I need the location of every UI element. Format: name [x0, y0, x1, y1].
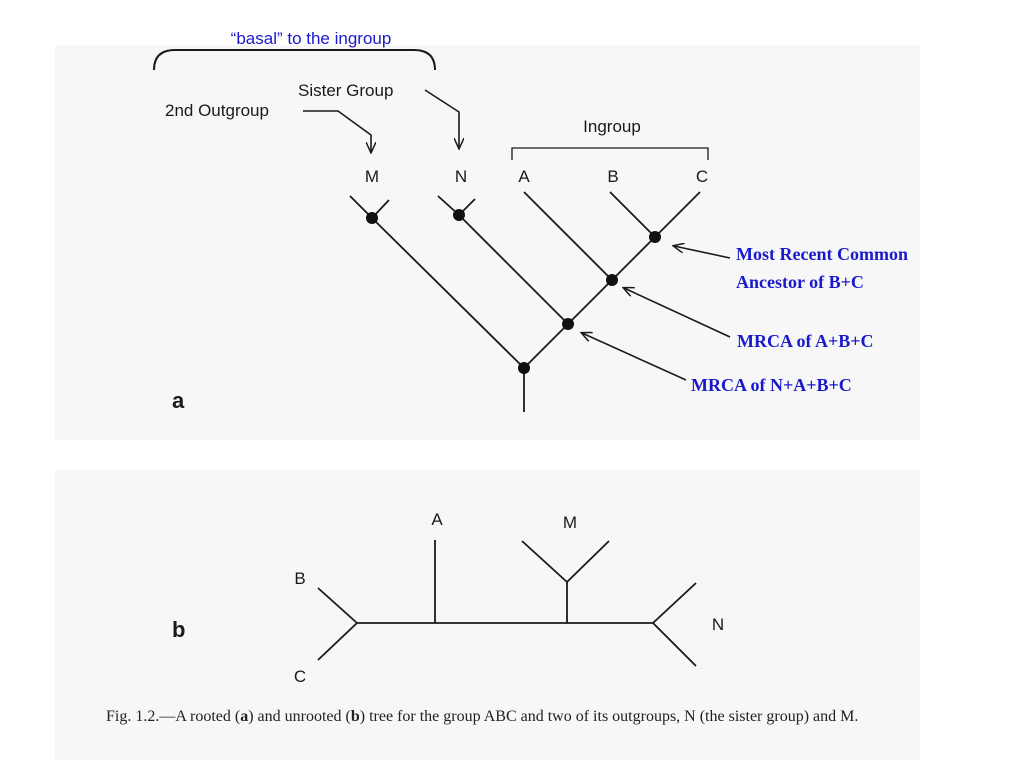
taxon-c-label: C [696, 167, 708, 186]
caption-lead: Fig. 1.2.—A rooted ( [106, 708, 241, 725]
caption-bold-a: a [240, 708, 249, 725]
mrca-abc-arrow [624, 288, 731, 338]
node-n [453, 209, 465, 221]
unrooted-taxon-a-label: A [431, 510, 443, 529]
rooted-tree-branches [349, 191, 701, 412]
ingroup-label: Ingroup [583, 117, 641, 136]
branch-to-b [317, 587, 358, 624]
caption-rest: ) tree for the group ABC and two of its … [359, 708, 859, 725]
branch-to-a [523, 191, 613, 281]
caption-bold-b: b [350, 708, 360, 725]
mrca-nabc-arrow [582, 333, 687, 381]
taxon-m-label: M [365, 167, 379, 186]
panel-a-label: a [172, 388, 185, 413]
branch-to-m [371, 217, 525, 369]
branch-to-b [609, 191, 656, 238]
second-outgroup-pointer-arrow [303, 110, 371, 152]
caption-mid: ) and unrooted ( [248, 708, 351, 725]
branch-to-c [317, 622, 358, 661]
node-root [518, 362, 530, 374]
basal-label: “basal” to the ingroup [231, 29, 392, 48]
sister-group-label: Sister Group [298, 81, 393, 100]
unrooted-taxon-b-label: B [294, 569, 305, 588]
basal-brace [153, 49, 436, 71]
taxon-n-label: N [455, 167, 467, 186]
node-mrca-bc [649, 231, 661, 243]
unrooted-taxon-n-label: N [712, 615, 724, 634]
taxon-a-label: A [518, 167, 530, 186]
panel-b-label: b [172, 617, 185, 642]
panel-b: A M B C N b [172, 510, 724, 686]
m-fork-right [566, 540, 610, 583]
figure-caption: Fig. 1.2.—A rooted (a) and unrooted (b) … [78, 706, 928, 728]
internal-branch-nabc [523, 323, 569, 369]
taxon-b-label: B [607, 167, 618, 186]
m-fork-left [521, 540, 568, 583]
ancestor-nodes [366, 209, 661, 374]
ingroup-bracket [511, 147, 709, 160]
internal-branch-abc [567, 279, 613, 325]
node-m [366, 212, 378, 224]
unrooted-tree-branches [317, 540, 697, 667]
branch-to-c [654, 191, 701, 238]
mrca-bc-label-line2: Ancestor of B+C [736, 272, 864, 292]
second-outgroup-label: 2nd Outgroup [165, 101, 269, 120]
node-mrca-abc [606, 274, 618, 286]
unrooted-taxon-c-label: C [294, 667, 306, 686]
n-fork-bottom [652, 622, 697, 667]
panel-b-background [55, 470, 920, 760]
unrooted-taxon-m-label: M [563, 513, 577, 532]
mrca-nabc-label: MRCA of N+A+B+C [691, 375, 852, 395]
mrca-abc-label: MRCA of A+B+C [737, 331, 874, 351]
node-mrca-nabc [562, 318, 574, 330]
branch-to-n [458, 214, 569, 325]
mrca-bc-label-line1: Most Recent Common [736, 244, 908, 264]
mrca-bc-arrow [674, 246, 731, 259]
panel-a: “basal” to the ingroup Sister Group 2nd … [153, 29, 908, 413]
n-fork-top [652, 582, 697, 624]
internal-branch-bc [611, 236, 656, 281]
sister-group-pointer-arrow [424, 89, 459, 148]
